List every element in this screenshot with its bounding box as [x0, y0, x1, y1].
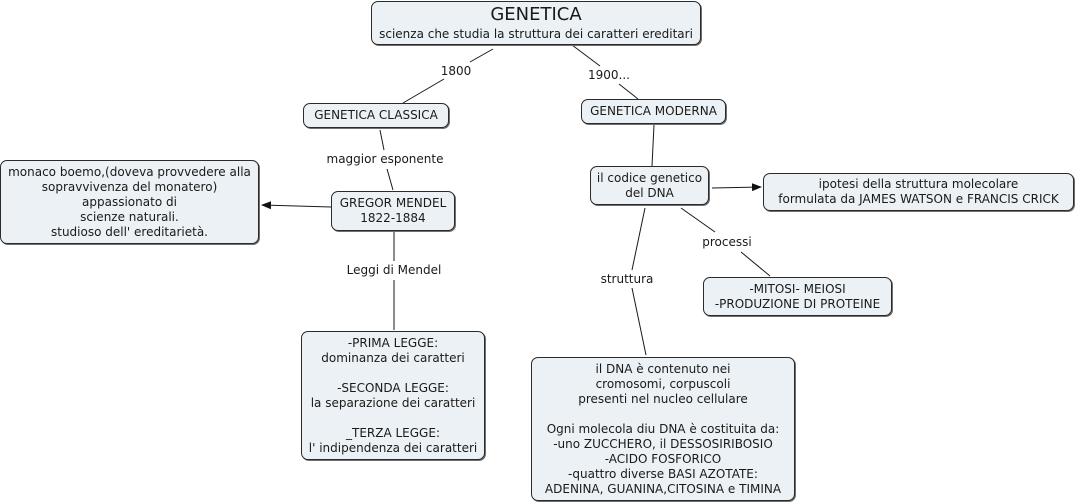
link-struttura-dna [631, 287, 647, 356]
node-gregor-mendel[interactable]: GREGOR MENDEL 1822-1884 [331, 191, 455, 231]
link-root-1900 [571, 44, 601, 67]
root-subtitle: scienza che studia la struttura dei cara… [379, 27, 693, 41]
link-codice-watson-arrow [711, 183, 762, 192]
link-root-1800 [469, 48, 494, 63]
link-codice-struttura [631, 207, 646, 271]
link-label-struttura: struttura [598, 272, 656, 286]
node-genetica-root[interactable]: GENETICA scienza che studia la struttura… [371, 1, 701, 45]
node-genetica-classica[interactable]: GENETICA CLASSICA [303, 103, 449, 128]
node-leggi-mendel[interactable]: -PRIMA LEGGE: dominanza dei caratteri -S… [301, 331, 485, 460]
link-mendel-info-arrow [261, 201, 332, 210]
link-label-1900: 1900... [586, 68, 632, 82]
link-label-leggi-di-mendel: Leggi di Mendel [344, 263, 444, 277]
node-dna-struttura[interactable]: il DNA è contenuto nei cromosomi, corpus… [531, 357, 795, 501]
link-processi-node [740, 251, 771, 277]
root-title: GENETICA [490, 4, 582, 25]
link-codice-processi [680, 207, 716, 233]
link-1900-moderna [618, 83, 639, 100]
node-codice-genetico[interactable]: il codice genetico del DNA [590, 166, 709, 205]
link-label-1800: 1800 [438, 64, 474, 78]
node-mendel-info[interactable]: monaco boemo,(doveva provvedere alla sop… [0, 160, 259, 244]
link-label-maggior-esponente: maggior esponente [324, 152, 446, 166]
node-watson-crick[interactable]: ipotesi della struttura molecolare formu… [763, 173, 1074, 211]
node-genetica-moderna[interactable]: GENETICA MODERNA [581, 99, 726, 124]
link-classica-esponente [379, 129, 385, 151]
node-processi[interactable]: -MITOSI- MEIOSI -PRODUZIONE DI PROTEINE [703, 277, 892, 316]
link-esponente-mendel [386, 168, 394, 191]
link-1800-classica [402, 78, 445, 104]
link-moderna-codice [651, 124, 655, 167]
link-label-processi: processi [700, 235, 754, 249]
